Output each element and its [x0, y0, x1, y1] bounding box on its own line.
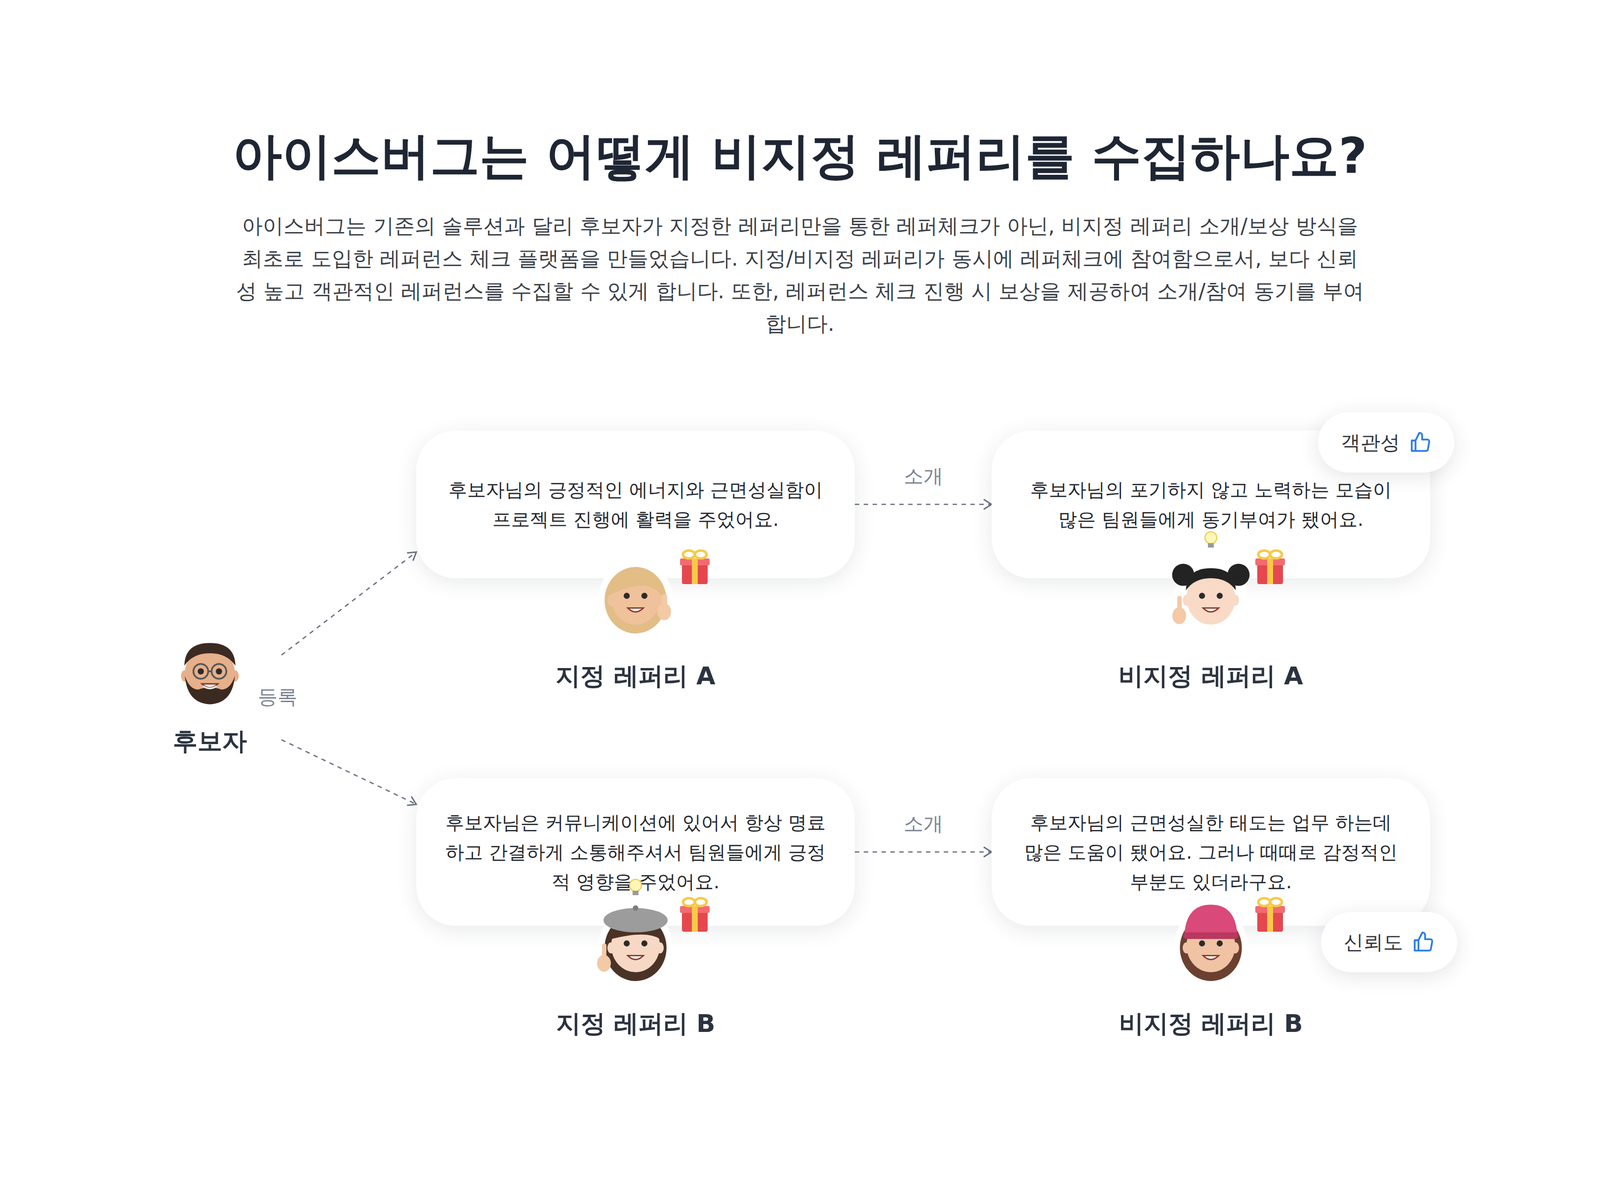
edge-note: 등록	[254, 683, 301, 711]
avatar-illustration	[576, 871, 725, 971]
speech-bubble: 후보자님의 긍정적인 에너지와 근면성실함이 프로젝트 진행에 활력을 주었어요…	[416, 430, 855, 579]
bubble-shape: 후보자님은 커뮤니케이션에 있어서 항상 명료하고 간결하게 소통해주셔서 팀원…	[416, 778, 855, 926]
bubble-shape: 후보자님의 근면성실한 태도는 업무 하는데 많은 도움이 됐어요. 그러나 때…	[991, 778, 1431, 926]
dashed-arrow	[854, 503, 992, 506]
referee-name: 지정 레퍼리 B	[416, 1007, 855, 1041]
speech-bubble: 후보자님의 근면성실한 태도는 업무 하는데 많은 도움이 됐어요. 그러나 때…	[991, 778, 1431, 926]
quote-text: 후보자님의 근면성실한 태도는 업무 하는데 많은 도움이 됐어요. 그러나 때…	[1018, 807, 1404, 897]
referee-name: 비지정 레퍼리 B	[991, 1007, 1431, 1041]
dashed-arrow	[854, 851, 992, 853]
referee-name: 비지정 레퍼리 A	[991, 659, 1431, 693]
edge-label: 소개	[900, 810, 947, 838]
person-label: 후보자	[138, 724, 282, 759]
avatar-illustration	[1151, 871, 1300, 971]
dashed-arrow	[281, 739, 417, 805]
thumbs-up-icon	[1411, 930, 1435, 954]
badge-pill: 신뢰도	[1320, 912, 1458, 973]
referee-name: 지정 레퍼리 A	[416, 659, 855, 693]
title: 아이스버그는 어떻게 비지정 레퍼리를 수집하나요?	[0, 123, 1600, 191]
caption: 아이스버그는 기존의 솔루션과 달리 후보자가 지정한 레퍼리만을 통한 레퍼체…	[232, 209, 1368, 341]
dashed-arrow	[281, 552, 417, 656]
badge-text: 객관성	[1340, 429, 1400, 457]
edge-label: 소개	[900, 462, 947, 490]
bubble-shape: 후보자님의 긍정적인 에너지와 근면성실함이 프로젝트 진행에 활력을 주었어요…	[416, 430, 855, 579]
badge-pill: 객관성	[1318, 412, 1455, 473]
quote-text: 후보자님의 포기하지 않고 노력하는 모습이 많은 팀원들에게 동기부여가 됐어…	[1018, 475, 1404, 535]
avatar-illustration	[1151, 523, 1300, 623]
speech-bubble: 후보자님은 커뮤니케이션에 있어서 항상 명료하고 간결하게 소통해주셔서 팀원…	[416, 778, 855, 926]
quote-text: 후보자님의 긍정적인 에너지와 근면성실함이 프로젝트 진행에 활력을 주었어요…	[442, 475, 829, 535]
thumbs-up-icon	[1408, 431, 1432, 454]
avatar-illustration	[576, 523, 725, 623]
badge-text: 신뢰도	[1343, 928, 1403, 957]
